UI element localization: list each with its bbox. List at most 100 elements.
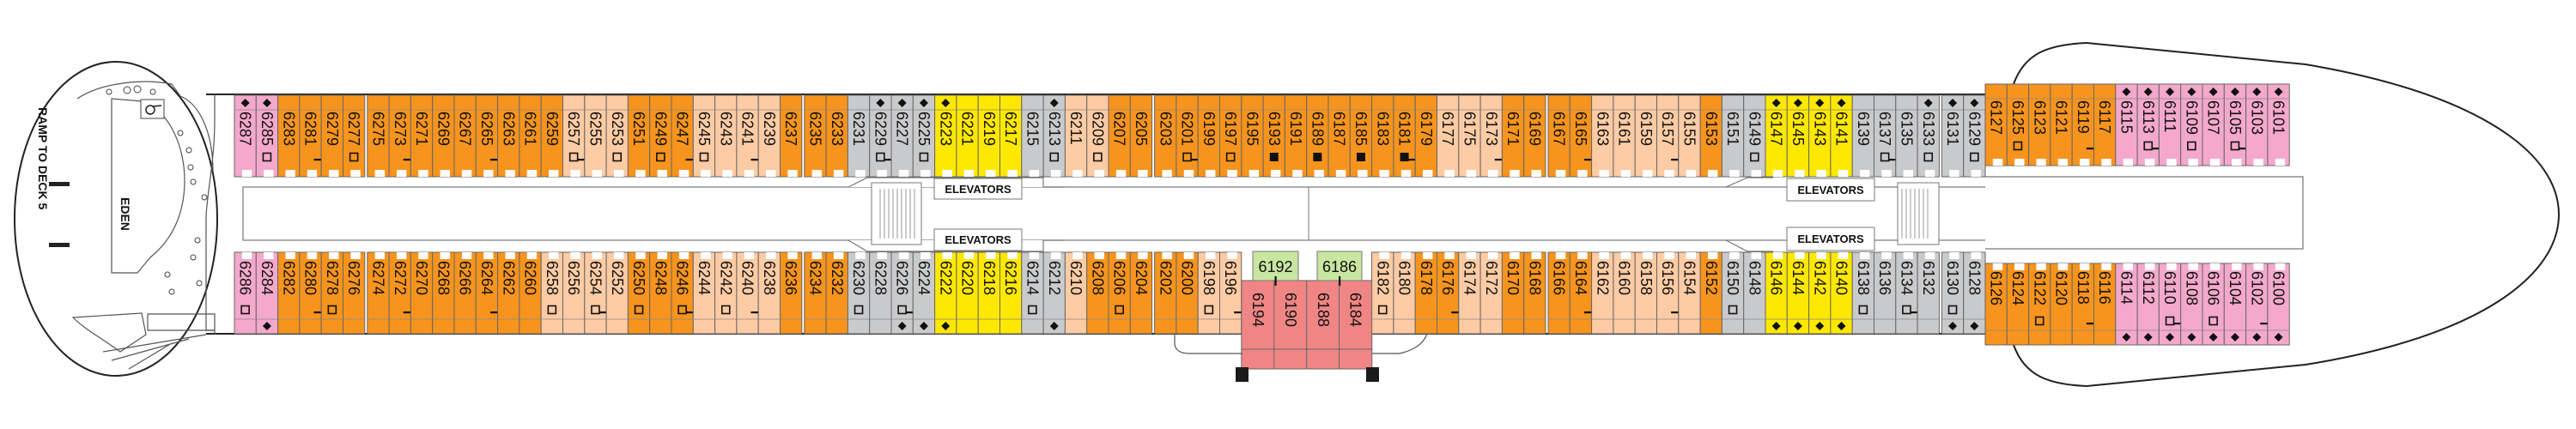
cabin-6260[interactable]: 6260	[519, 251, 542, 335]
cabin-6134[interactable]: 6134	[1895, 251, 1920, 335]
cabin-6171[interactable]: 6171	[1501, 94, 1525, 178]
cabin-6203[interactable]: 6203	[1154, 94, 1177, 178]
cabin-6200[interactable]: 6200	[1176, 251, 1199, 335]
cabin-6191[interactable]: 6191	[1284, 94, 1308, 178]
cabin-6216[interactable]: 6216	[999, 251, 1023, 335]
cabin-6252[interactable]: 6252	[605, 251, 629, 335]
cabin-6212[interactable]: 6212	[1042, 251, 1066, 335]
cabin-6132[interactable]: 6132	[1917, 251, 1940, 335]
cabin-6111[interactable]: 6111	[2158, 83, 2182, 166]
cabin-6162[interactable]: 6162	[1591, 251, 1614, 335]
cabin-6280[interactable]: 6280	[299, 251, 324, 335]
cabin-6214[interactable]: 6214	[1021, 251, 1044, 335]
cabin-6232[interactable]: 6232	[825, 251, 848, 335]
cabin-6138[interactable]: 6138	[1851, 251, 1874, 335]
cabin-6255[interactable]: 6255	[584, 94, 607, 178]
cabin-6179[interactable]: 6179	[1414, 94, 1437, 178]
cabin-6175[interactable]: 6175	[1458, 94, 1481, 178]
cabin-6118[interactable]: 6118	[2071, 263, 2096, 346]
cabin-6217[interactable]: 6217	[999, 94, 1023, 178]
cabin-6167[interactable]: 6167	[1547, 94, 1571, 178]
cabin-6190[interactable]: 6190	[1273, 280, 1308, 370]
cabin-6275[interactable]: 6275	[367, 94, 390, 178]
cabin-6178[interactable]: 6178	[1414, 251, 1437, 335]
cabin-6205[interactable]: 6205	[1129, 94, 1153, 178]
cabin-6209[interactable]: 6209	[1086, 94, 1109, 178]
cabin-6199[interactable]: 6199	[1197, 94, 1220, 178]
cabin-6265[interactable]: 6265	[475, 94, 500, 178]
cabin-6284[interactable]: 6284	[255, 251, 279, 335]
cabin-6176[interactable]: 6176	[1437, 251, 1461, 335]
cabin-6174[interactable]: 6174	[1458, 251, 1481, 335]
cabin-6264[interactable]: 6264	[475, 251, 500, 335]
cabin-6189[interactable]: 6189	[1306, 94, 1329, 178]
cabin-6129[interactable]: 6129	[1963, 94, 1986, 178]
cabin-6196[interactable]: 6196	[1219, 251, 1244, 335]
cabin-6244[interactable]: 6244	[692, 251, 716, 335]
cabin-6245[interactable]: 6245	[692, 94, 716, 178]
cabin-6243[interactable]: 6243	[714, 94, 738, 178]
elevator-fwd-port[interactable]: ELEVATORS	[1786, 178, 1875, 202]
cabin-6122[interactable]: 6122	[2028, 263, 2051, 346]
cabin-6206[interactable]: 6206	[1108, 251, 1131, 335]
cabin-6279[interactable]: 6279	[320, 94, 344, 178]
cabin-6141[interactable]: 6141	[1830, 94, 1853, 178]
cabin-6220[interactable]: 6220	[956, 251, 979, 335]
cabin-6256[interactable]: 6256	[562, 251, 586, 335]
cabin-6222[interactable]: 6222	[934, 251, 957, 335]
cabin-6221[interactable]: 6221	[956, 94, 979, 178]
cabin-6204[interactable]: 6204	[1129, 251, 1153, 335]
cabin-6271[interactable]: 6271	[410, 94, 434, 178]
cabin-6125[interactable]: 6125	[2006, 83, 2030, 166]
cabin-6272[interactable]: 6272	[388, 251, 413, 335]
cabin-6185[interactable]: 6185	[1349, 94, 1373, 178]
cabin-6228[interactable]: 6228	[869, 251, 892, 335]
cabin-6113[interactable]: 6113	[2136, 83, 2161, 166]
cabin-6247[interactable]: 6247	[671, 94, 696, 178]
cabin-6166[interactable]: 6166	[1547, 251, 1571, 335]
cabin-6269[interactable]: 6269	[432, 94, 455, 178]
cabin-6151[interactable]: 6151	[1721, 94, 1745, 178]
cabin-6146[interactable]: 6146	[1765, 251, 1788, 335]
cabin-6154[interactable]: 6154	[1678, 251, 1701, 335]
cabin-6128[interactable]: 6128	[1963, 251, 1986, 335]
cabin-6208[interactable]: 6208	[1086, 251, 1109, 335]
cabin-6249[interactable]: 6249	[649, 94, 672, 178]
cabin-6198[interactable]: 6198	[1197, 251, 1220, 335]
cabin-6218[interactable]: 6218	[977, 251, 1000, 335]
cabin-6242[interactable]: 6242	[714, 251, 738, 335]
cabin-6116[interactable]: 6116	[2093, 263, 2117, 346]
cabin-6133[interactable]: 6133	[1917, 94, 1940, 178]
cabin-6135[interactable]: 6135	[1895, 94, 1918, 178]
cabin-6187[interactable]: 6187	[1327, 94, 1351, 178]
cabin-6197[interactable]: 6197	[1219, 94, 1242, 178]
cabin-6241[interactable]: 6241	[736, 94, 761, 178]
cabin-6140[interactable]: 6140	[1830, 251, 1853, 335]
cabin-6267[interactable]: 6267	[453, 94, 477, 178]
cabin-6251[interactable]: 6251	[627, 94, 651, 178]
cabin-6120[interactable]: 6120	[2050, 263, 2073, 346]
cabin-6183[interactable]: 6183	[1371, 94, 1394, 178]
cabin-6123[interactable]: 6123	[2028, 83, 2051, 166]
cabin-6210[interactable]: 6210	[1064, 251, 1088, 335]
cabin-6105[interactable]: 6105	[2223, 83, 2248, 166]
cabin-6110[interactable]: 6110	[2158, 263, 2184, 346]
elevator-fwd-starboard[interactable]: ELEVATORS	[1786, 227, 1875, 251]
cabin-6237[interactable]: 6237	[780, 94, 803, 178]
cabin-6274[interactable]: 6274	[367, 251, 390, 335]
cabin-6182[interactable]: 6182	[1371, 251, 1394, 335]
cabin-6150[interactable]: 6150	[1721, 251, 1745, 335]
cabin-6108[interactable]: 6108	[2180, 263, 2203, 346]
cabin-6115[interactable]: 6115	[2115, 83, 2138, 166]
cabin-6225[interactable]: 6225	[912, 94, 936, 178]
stern-eden-area[interactable]: RAMP TO DECK 5 EDEN	[36, 81, 216, 370]
cabin-6207[interactable]: 6207	[1108, 94, 1131, 178]
cabin-6223[interactable]: 6223	[934, 94, 957, 178]
cabin-6168[interactable]: 6168	[1523, 251, 1546, 335]
cabin-6234[interactable]: 6234	[804, 251, 827, 335]
cabin-6268[interactable]: 6268	[432, 251, 455, 335]
cabin-6107[interactable]: 6107	[2202, 83, 2225, 166]
cabin-6137[interactable]: 6137	[1874, 94, 1899, 178]
cabin-6143[interactable]: 6143	[1808, 94, 1832, 178]
cabin-6273[interactable]: 6273	[388, 94, 413, 178]
